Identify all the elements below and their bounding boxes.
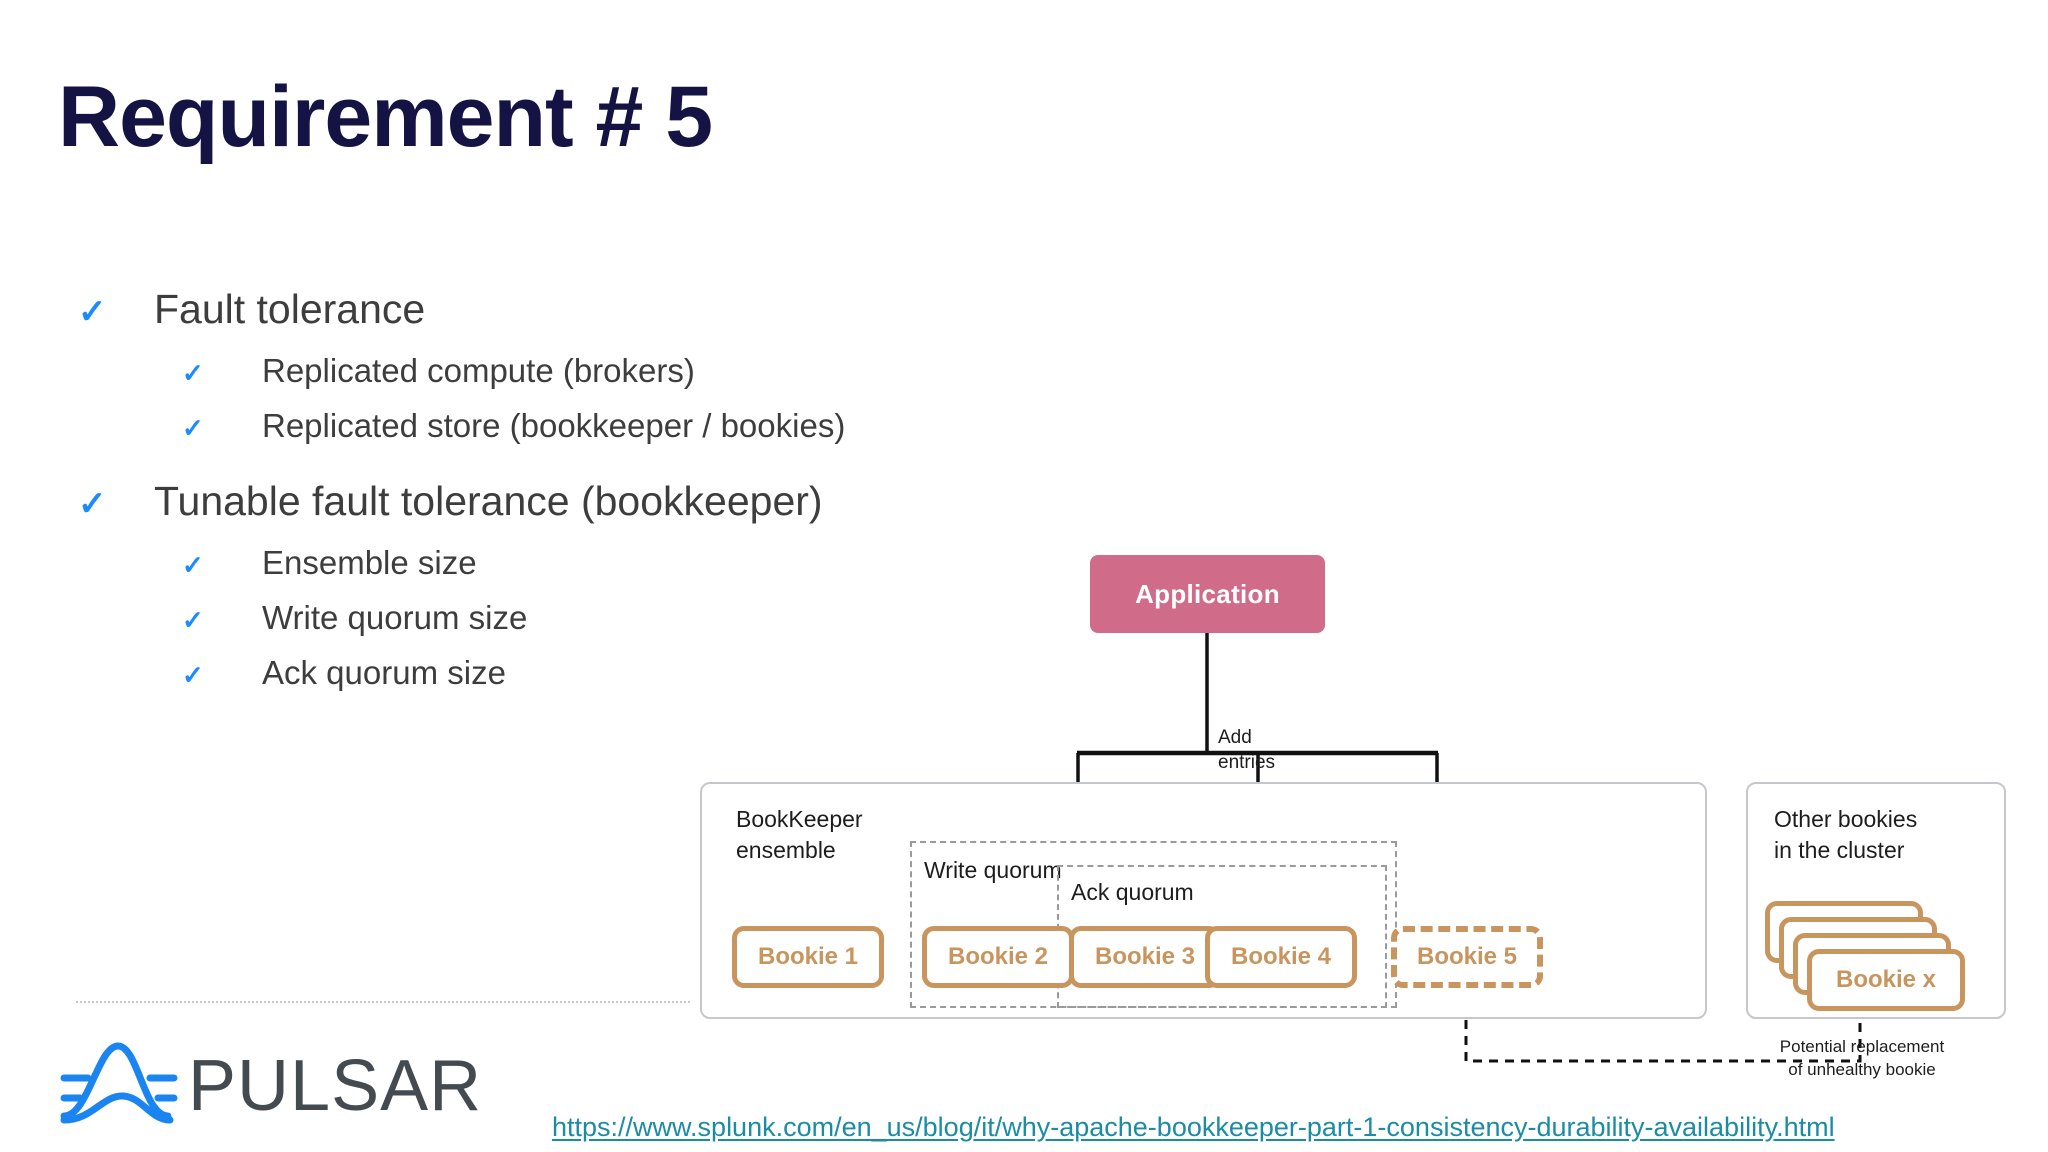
write-quorum-label: Write quorum: [924, 857, 1062, 883]
application-box: Application: [1090, 555, 1325, 633]
bullet-item-replicated-compute: ✓ Replicated compute (brokers): [78, 344, 1258, 398]
bookie-node-3: Bookie 3: [1069, 926, 1221, 988]
bullet-item-tunable-fault-tolerance: ✓ Tunable fault tolerance (bookkeeper): [78, 470, 1258, 532]
bookie-x-stack: Bookie x: [1765, 901, 1995, 1019]
application-label: Application: [1135, 578, 1280, 609]
bookie-node-1: Bookie 1: [732, 926, 884, 988]
page-title: Requirement # 5: [58, 69, 713, 165]
bookie-label: Bookie 3: [1094, 943, 1196, 970]
bullet-label: Replicated store (bookkeeper / bookies): [262, 407, 846, 444]
bullet-label: Ack quorum size: [262, 654, 506, 691]
ensemble-label-line-1: BookKeeper: [736, 806, 863, 832]
bullet-item-write-quorum-size: ✓ Write quorum size: [78, 591, 1258, 645]
bullet-label: Ensemble size: [262, 544, 477, 581]
bookie-label: Bookie 5: [1416, 943, 1518, 970]
check-icon: ✓: [78, 485, 107, 523]
ensemble-label-line-2: ensemble: [736, 837, 836, 863]
source-link[interactable]: https://www.splunk.com/en_us/blog/it/why…: [552, 1112, 1835, 1142]
bullet-label: Tunable fault tolerance (bookkeeper): [154, 478, 823, 524]
bookie-node-4: Bookie 4: [1205, 926, 1357, 988]
check-icon: ✓: [182, 358, 204, 388]
ensemble-label: BookKeeper ensemble: [736, 804, 863, 866]
other-bookies-line-2: in the cluster: [1774, 837, 1905, 863]
bullet-label: Write quorum size: [262, 599, 528, 636]
bullet-label: Replicated compute (brokers): [262, 352, 695, 389]
pulsar-logo: PULSAR: [58, 1040, 482, 1132]
other-bookies-line-1: Other bookies: [1774, 806, 1918, 832]
bullet-item-ack-quorum-size: ✓ Ack quorum size: [78, 646, 1258, 700]
check-icon: ✓: [78, 293, 107, 331]
check-icon: ✓: [182, 413, 204, 443]
other-bookies-label: Other bookies in the cluster: [1774, 804, 1917, 866]
add-entries-line-2: entries: [1218, 752, 1276, 773]
bookie-x-card-front: Bookie x: [1807, 949, 1965, 1011]
add-entries-label: Add entries: [1218, 725, 1275, 775]
bullet-item-ensemble-size: ✓ Ensemble size: [78, 536, 1258, 590]
bookie-node-2: Bookie 2: [922, 926, 1074, 988]
bullet-item-replicated-store: ✓ Replicated store (bookkeeper / bookies…: [78, 399, 1258, 453]
replacement-caption-line-2: of unhealthy bookie: [1788, 1060, 1936, 1079]
pulsar-wordmark: PULSAR: [188, 1046, 483, 1126]
bookie-label: Bookie 4: [1230, 943, 1332, 970]
check-icon: ✓: [182, 550, 204, 580]
ack-quorum-label: Ack quorum: [1071, 879, 1194, 905]
pulsar-wave-icon: [60, 1042, 178, 1124]
write-quorum-region: Write quorum: [910, 841, 1397, 1008]
replacement-caption: Potential replacement of unhealthy booki…: [1752, 1035, 1972, 1081]
bookie-node-5: Bookie 5: [1391, 926, 1543, 988]
bookie-label: Bookie 2: [947, 943, 1049, 970]
bullet-item-fault-tolerance: ✓ Fault tolerance: [78, 278, 1258, 340]
replacement-caption-line-1: Potential replacement: [1779, 1037, 1945, 1056]
bookkeeper-architecture-diagram: Application Add entries BookKeeper ensem…: [700, 545, 2048, 1105]
bullet-list: ✓ Fault tolerance ✓ Replicated compute (…: [78, 278, 1258, 701]
check-icon: ✓: [182, 660, 204, 690]
footer-divider: [76, 1001, 690, 1003]
bullet-label: Fault tolerance: [154, 286, 426, 332]
bookie-label: Bookie 1: [757, 943, 859, 970]
add-entries-line-1: Add: [1218, 727, 1252, 748]
bullet-group-spacer: [78, 454, 1258, 470]
bookie-x-label: Bookie x: [1835, 966, 1937, 993]
check-icon: ✓: [182, 605, 204, 635]
